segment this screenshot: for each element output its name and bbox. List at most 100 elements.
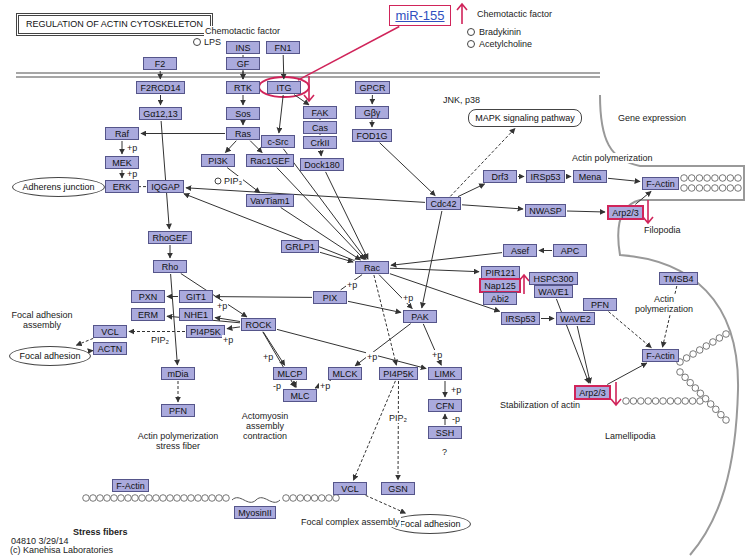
membrane-line: [16, 72, 600, 74]
connector: [355, 324, 411, 366]
actin-bead: [681, 175, 688, 182]
gene-box: Rac1GEF: [246, 154, 294, 167]
node-label: Dock180: [304, 160, 340, 170]
node-label: SSH: [436, 428, 455, 438]
actin-bead: [202, 495, 209, 502]
actin-bead: [83, 495, 90, 502]
actin-bead: [702, 395, 709, 402]
annotation-label: Acetylcholine: [478, 39, 533, 49]
membrane-line: [16, 76, 600, 78]
annotation-label: PIP₂: [388, 413, 408, 423]
actin-bead: [167, 495, 174, 502]
node-label: PIR121: [485, 268, 515, 278]
gene-box: CrkII: [303, 136, 337, 149]
gene-box: Sos: [226, 107, 260, 120]
actin-bead: [118, 495, 125, 502]
actin-bead: [304, 495, 311, 502]
annotation-label: JNK, p38: [442, 95, 481, 105]
actin-bead: [104, 495, 111, 502]
actin-bead: [630, 398, 637, 405]
connector: [398, 381, 400, 480]
pathway-ellipse: Focal adhesion: [9, 346, 91, 366]
node-label: Sos: [235, 109, 251, 119]
annotation-label: +p: [216, 301, 228, 311]
annotation-label: +p: [319, 381, 331, 391]
node-label: Drf3: [491, 172, 508, 182]
annotation-label: -p: [451, 414, 461, 424]
pathway-ellipse: Adherens junction: [12, 177, 105, 197]
node-label: Arp2/3: [579, 388, 606, 398]
actin-bead: [677, 369, 684, 376]
actin-beads: [83, 175, 742, 502]
connector: [348, 301, 401, 312]
actin-bead: [696, 185, 703, 192]
actin-bead: [188, 495, 195, 502]
actin-bead: [735, 175, 742, 182]
actin-bead: [623, 398, 630, 405]
actin-bead: [146, 495, 153, 502]
actin-bead: [209, 495, 216, 502]
connector: [566, 176, 571, 177]
node-label: HSPC300: [533, 274, 573, 284]
node-label: NHE1: [184, 310, 208, 320]
gene-box: PI4P5K: [186, 325, 225, 338]
gene-box: Cdc42: [426, 197, 461, 210]
annotation-label: Filopodia: [643, 225, 682, 235]
gene-box: PIX: [313, 291, 347, 304]
gene-box: IQGAP: [147, 180, 184, 193]
annotation-label: -p: [272, 381, 282, 391]
node-label: MLCK: [332, 369, 357, 379]
connector: [635, 191, 651, 204]
connector: [390, 268, 479, 272]
gene-box: MLCK: [328, 367, 362, 380]
highlight-ellipse: [259, 77, 309, 97]
node-label: F-Actin: [116, 481, 145, 491]
connector: [279, 95, 283, 133]
actin-bead: [326, 495, 333, 502]
node-label: ACTN: [98, 344, 123, 354]
connector: [539, 250, 552, 251]
actin-bead: [645, 398, 652, 405]
connector: [372, 95, 373, 104]
node-label: IRSp53: [530, 172, 560, 182]
actin-bead: [139, 495, 146, 502]
gene-box: RTK: [226, 81, 260, 94]
annotation-label: (c) Kanehisa Laboratories: [9, 545, 114, 555]
annotation-label: +p: [346, 280, 358, 290]
actin-bead: [153, 495, 160, 502]
node-label: Focal adhesion: [399, 519, 460, 529]
actin-bead: [735, 185, 742, 192]
annotation-label: +p: [366, 352, 378, 362]
actin-bead: [681, 185, 688, 192]
gene-box: F-Actin: [642, 177, 679, 190]
node-label: RTK: [234, 83, 252, 93]
connector: [320, 134, 321, 135]
gene-box: Asef: [503, 244, 537, 257]
node-label: GPCR: [359, 83, 385, 93]
connector: [391, 253, 502, 266]
gene-box: Dock180: [300, 158, 344, 171]
connector: [577, 326, 590, 383]
connector: [320, 252, 353, 262]
connector: [141, 133, 225, 134]
connector: [160, 71, 161, 79]
connector: [227, 327, 240, 329]
node-label: Gβγ: [364, 108, 381, 118]
gene-box: Raf: [105, 127, 139, 140]
actin-bead: [111, 495, 118, 502]
connector: [243, 121, 244, 125]
red-arrows: [304, 4, 653, 405]
gene-box: SSH: [428, 426, 462, 439]
actin-bead: [687, 379, 694, 386]
gene-box: WAVE2: [556, 312, 595, 325]
node-label: APC: [561, 246, 580, 256]
myosin-line: [232, 498, 280, 503]
annotation-label: Gene expression: [617, 113, 687, 123]
node-label: Raf: [115, 129, 129, 139]
actin-bead: [690, 351, 697, 358]
actin-bead: [719, 185, 726, 192]
actin-bead: [90, 495, 97, 502]
connector: [161, 121, 169, 229]
node-label: F2RCD14: [140, 83, 180, 93]
actin-bead: [682, 398, 689, 405]
